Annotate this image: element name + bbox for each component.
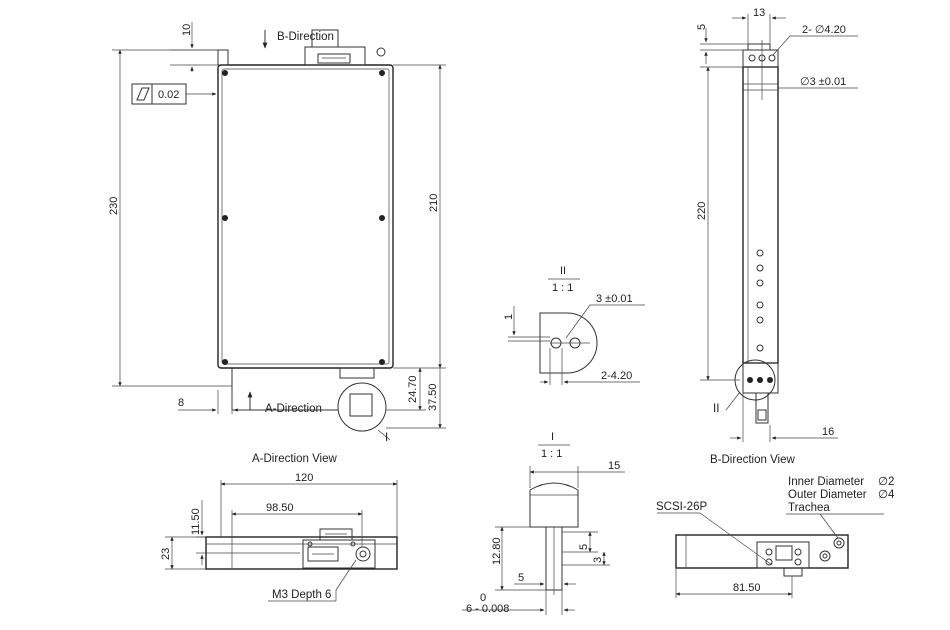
b-direction-bottom-view: SCSI-26P Inner Diameter ∅2 Outer Diamete…	[656, 476, 895, 598]
a-direction-view: A-Direction View 120 98.50 11.50	[160, 453, 398, 602]
dim-24-70: 24.70	[407, 375, 419, 403]
callout-scsi: SCSI-26P	[656, 501, 707, 513]
a-view-caption: A-Direction View	[252, 453, 337, 465]
dim-3-right: 3	[592, 557, 604, 563]
screw-hole	[222, 359, 228, 365]
dim-5-right: 5	[578, 544, 590, 550]
detail-label-II: II	[713, 403, 719, 415]
screw-hole	[379, 215, 385, 221]
dim-phi3: ∅3 ±0.01	[800, 76, 846, 88]
screw-hole	[222, 215, 228, 221]
tol-lower: 6 - 0.008	[466, 603, 509, 615]
callout-m3: M3 Depth 6	[272, 589, 331, 601]
dim-5-side: 5	[696, 24, 708, 30]
detail-ii-title: II	[560, 265, 566, 277]
module-body	[217, 64, 394, 369]
dim-10: 10	[181, 24, 193, 36]
dim-12-80: 12.80	[491, 537, 503, 565]
dim-120: 120	[295, 472, 313, 484]
dim-1: 1	[503, 314, 515, 320]
trachea-label: Trachea	[788, 502, 830, 514]
inner-diameter-label: Inner Diameter	[788, 476, 864, 488]
screw-hole	[222, 70, 228, 76]
dim-81-50: 81.50	[733, 582, 761, 594]
dim-13: 13	[753, 7, 765, 19]
dim-2-4-20: 2-4.20	[601, 370, 632, 382]
dim-37-50: 37.50	[427, 383, 439, 411]
side-view: II 13 5 2- ∅4.20 ∅3 ±0.01 220 16 B-Direc…	[696, 7, 858, 466]
dim-230: 230	[108, 197, 120, 215]
detail-i-title: I	[551, 431, 554, 443]
tol-upper: 0	[480, 592, 486, 604]
screw-hole	[379, 359, 385, 365]
detail-circle-I	[337, 382, 387, 432]
screw-hole	[379, 70, 385, 76]
top-connector	[304, 46, 366, 66]
flatness-value: 0.02	[158, 89, 179, 101]
detail-label-I: I	[385, 432, 388, 444]
outer-diameter-label: Outer Diameter	[788, 489, 867, 501]
dim-210: 210	[428, 194, 440, 212]
dim-8: 8	[178, 397, 184, 409]
dim-98-50: 98.50	[266, 502, 294, 514]
dim-3-tol: 3 ±0.01	[596, 293, 633, 305]
b-direction-label: B-Direction	[277, 31, 334, 43]
a-direction-label: A-Direction	[265, 403, 322, 415]
dim-23: 23	[160, 548, 172, 560]
detail-i: I 1 : 1 15 12.80 5 3 5 0 6 - 0.00	[462, 431, 625, 615]
dim-5-bottom: 5	[518, 572, 524, 584]
dim-11-50: 11.50	[190, 508, 202, 535]
outer-diameter-value: ∅4	[878, 489, 895, 501]
dim-16: 16	[822, 426, 834, 438]
detail-ii: II 1 : 1 1 3 ±0.01 2-4.20	[503, 265, 645, 385]
b-view-caption: B-Direction View	[710, 454, 795, 466]
detail-ii-profile	[539, 312, 598, 374]
detail-i-scale: 1 : 1	[541, 448, 562, 460]
side-holes	[756, 249, 764, 352]
dim-15: 15	[608, 460, 620, 472]
front-view: I B-Direction A-Direction 0.02 10 230 21…	[108, 22, 446, 444]
detail-i-profile	[529, 482, 579, 528]
dim-220: 220	[696, 202, 708, 220]
dim-holes: 2- ∅4.20	[802, 24, 846, 36]
detail-ii-scale: 1 : 1	[552, 282, 573, 294]
inner-diameter-value: ∅2	[878, 476, 894, 488]
